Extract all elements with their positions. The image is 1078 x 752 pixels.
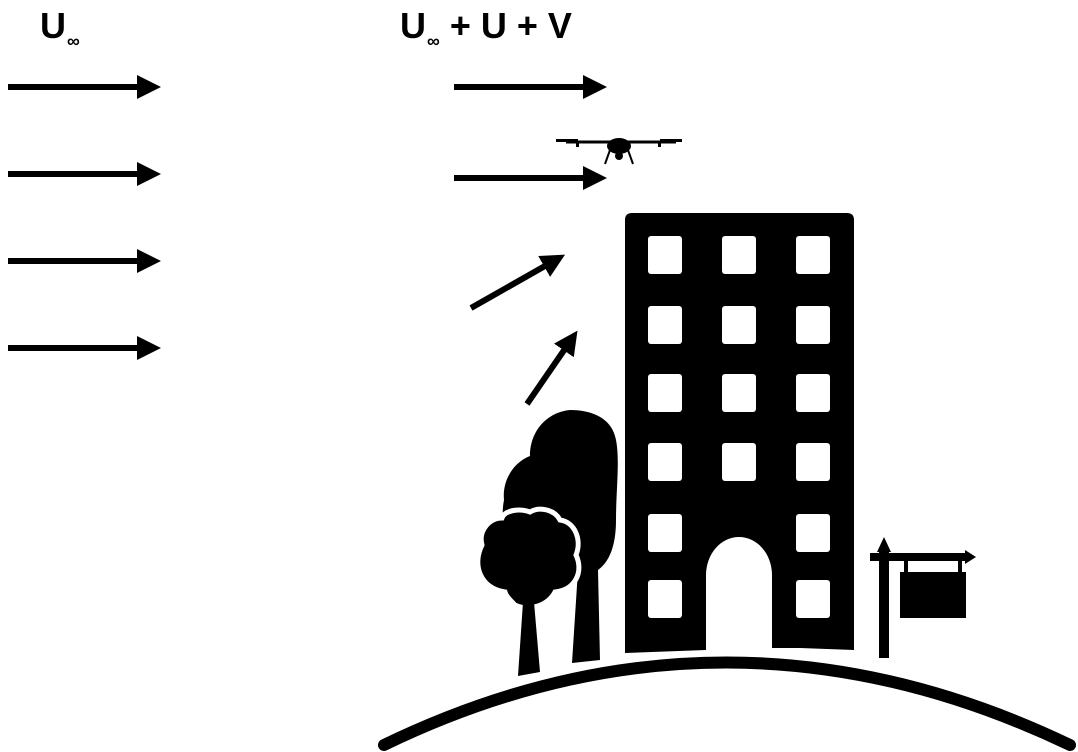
- ground-curve: [384, 663, 1070, 746]
- freestream-arrows: [8, 87, 146, 348]
- signpost-icon: [870, 537, 976, 658]
- flow-arrow: [527, 343, 569, 404]
- perturbed-arrows: [454, 87, 592, 404]
- trees-icon: [478, 410, 618, 676]
- drone-icon: [556, 138, 682, 164]
- building-icon: [625, 213, 854, 653]
- flow-arrow: [471, 262, 552, 308]
